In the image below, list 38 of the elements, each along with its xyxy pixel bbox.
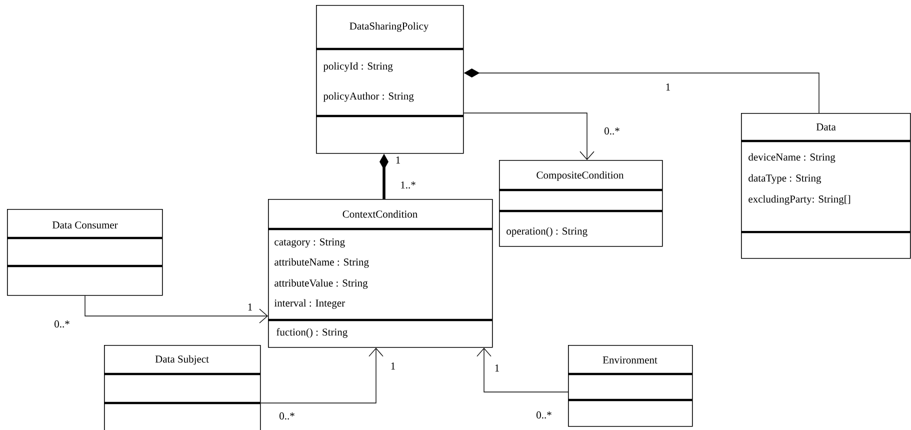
multiplicity-label: 1..* <box>401 181 416 189</box>
class-name: Data Consumer <box>52 221 118 229</box>
class-name: Data Subject <box>155 355 209 365</box>
class-box <box>568 345 693 427</box>
class-box <box>499 160 663 247</box>
class-box <box>268 198 493 348</box>
association-arrow <box>260 348 384 404</box>
class-box <box>104 345 261 430</box>
class-member: operation() : String <box>506 227 588 237</box>
class-member: fuction() : String <box>276 328 348 338</box>
multiplicity-label: 1 <box>666 84 670 90</box>
association-arrow <box>476 348 568 392</box>
class-member: attributeValue : String <box>274 279 368 289</box>
class-member: policyId : String <box>323 62 393 72</box>
class-member: policyAuthor : String <box>323 92 414 102</box>
class-member: deviceName : String <box>748 153 836 163</box>
class-box <box>7 209 163 296</box>
class-member: dataType : String <box>748 174 822 184</box>
class-member: catagory : String <box>274 238 345 248</box>
multiplicity-label: 1 <box>391 362 395 370</box>
class-member: excludingParty: String[] <box>748 195 850 205</box>
multiplicity-label: 0..* <box>536 411 552 419</box>
class-name: DataSharingPolicy <box>350 22 429 32</box>
multiplicity-label: 0..* <box>54 320 70 328</box>
class-name: ContextCondition <box>342 210 418 218</box>
class-box <box>316 5 464 154</box>
multiplicity-label: 1 <box>495 364 499 372</box>
association-arrow <box>84 295 268 324</box>
class-box <box>741 113 911 259</box>
association-arrow <box>463 112 594 160</box>
multiplicity-label: 1 <box>248 304 252 310</box>
multiplicity-label: 0..* <box>604 127 620 135</box>
class-name: Data <box>816 124 836 130</box>
class-member: attributeName : String <box>274 258 369 268</box>
class-name: Environment <box>602 356 658 364</box>
class-member: interval : Integer <box>274 299 345 309</box>
class-name: CompositeCondition <box>536 171 624 181</box>
multiplicity-label: 0..* <box>280 412 294 420</box>
